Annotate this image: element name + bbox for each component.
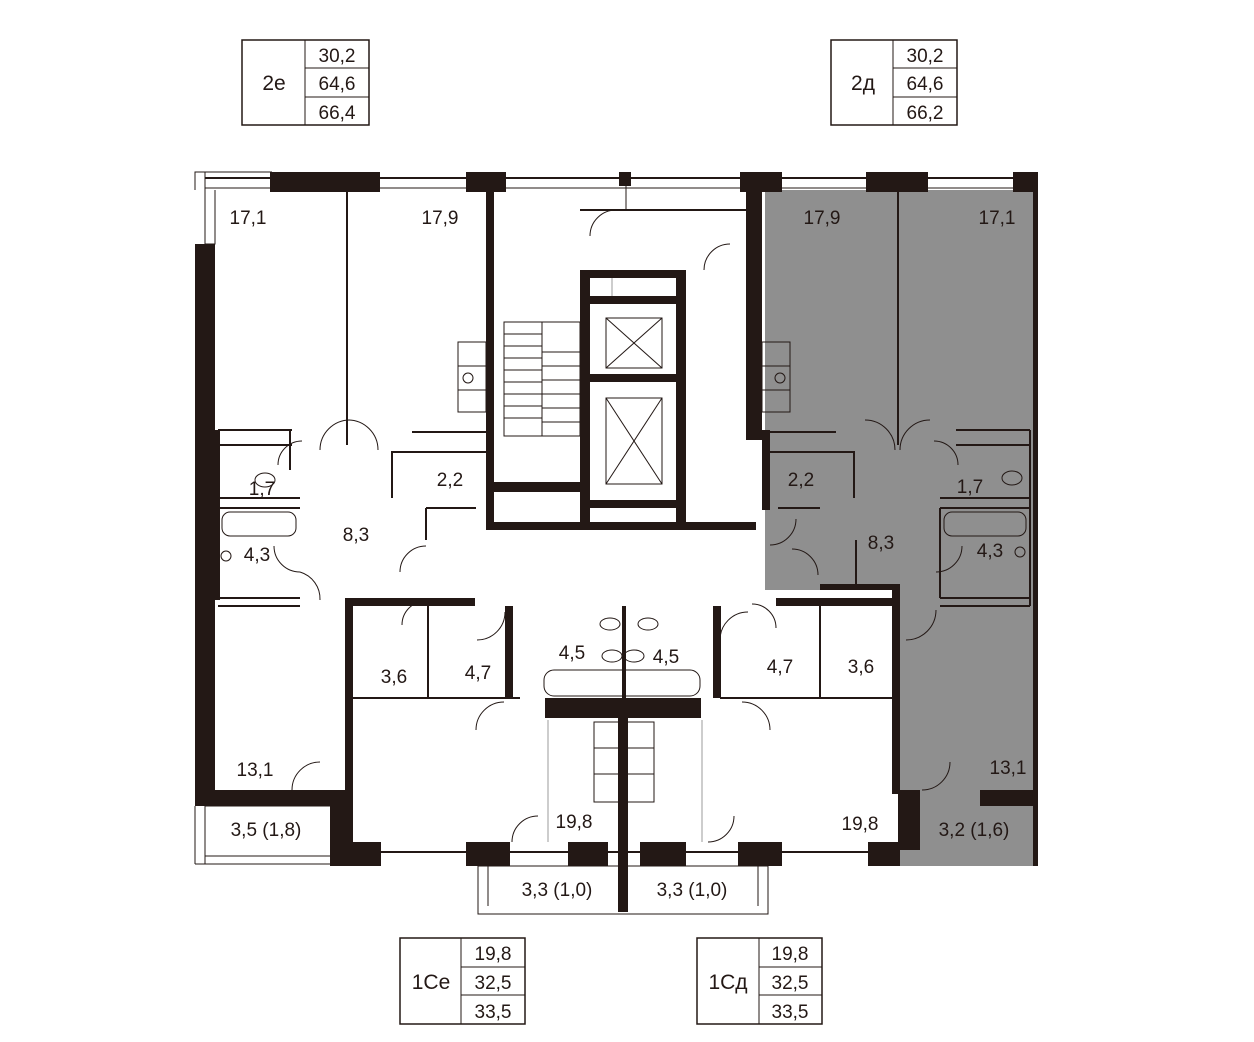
living-area: 30,2 <box>319 46 356 67</box>
doors <box>273 209 963 843</box>
outer-walls <box>194 171 1038 915</box>
apartment-code: 2е <box>262 72 285 95</box>
room-area-label: 17,9 <box>422 208 459 229</box>
room-area-label: 19,8 <box>842 814 879 835</box>
room-area-label: 13,1 <box>237 760 274 781</box>
room-area-label: 19,8 <box>556 812 593 833</box>
room-area-label: 4,5 <box>653 647 679 668</box>
apartment-card-1sd: 1Сд 19,8 32,5 33,5 <box>696 937 823 1025</box>
room-area-label: 2,2 <box>437 470 463 491</box>
room-area-label: 8,3 <box>868 533 894 554</box>
room-area-label: 8,3 <box>343 525 369 546</box>
total-area: 32,5 <box>772 973 809 994</box>
room-area-label: 17,1 <box>979 208 1016 229</box>
room-area-label: 17,9 <box>804 208 841 229</box>
living-area: 19,8 <box>772 944 809 965</box>
living-area: 30,2 <box>907 46 944 67</box>
room-area-label: 4,3 <box>977 541 1003 562</box>
total-area-with-balcony: 66,2 <box>907 103 944 124</box>
room-area-label: 4,3 <box>244 545 270 566</box>
total-area-with-balcony: 33,5 <box>772 1002 809 1023</box>
room-area-label: 4,5 <box>559 643 585 664</box>
room-area-label: 3,6 <box>848 657 874 678</box>
room-area-label: 4,7 <box>767 657 793 678</box>
apartment-code: 1Сд <box>708 971 747 994</box>
total-area: 64,6 <box>907 74 944 95</box>
apartment-code: 1Се <box>412 971 451 994</box>
apartment-code: 2д <box>851 72 875 95</box>
total-area: 32,5 <box>475 973 512 994</box>
staircase <box>503 321 581 437</box>
balcony-area-label: 3,3 (1,0) <box>522 880 593 901</box>
room-area-label: 17,1 <box>230 208 267 229</box>
room-area-label: 13,1 <box>990 758 1027 779</box>
fixtures <box>220 278 1027 842</box>
apartment-card-2d: 2д 30,2 64,6 66,2 <box>830 39 958 126</box>
total-area: 64,6 <box>319 74 356 95</box>
room-area-label: 1,7 <box>249 479 275 500</box>
balcony-area-label: 3,3 (1,0) <box>657 880 728 901</box>
apartment-card-2e: 2е 30,2 64,6 66,4 <box>241 39 370 126</box>
balcony-area-label: 3,2 (1,6) <box>939 820 1010 841</box>
room-area-label: 1,7 <box>957 477 983 498</box>
total-area-with-balcony: 33,5 <box>475 1002 512 1023</box>
room-area-label: 4,7 <box>465 663 491 684</box>
highlighted-apartment-2d <box>765 190 1037 866</box>
room-labels: 17,1 17,9 17,9 17,1 1,7 2,2 8,3 4,3 2,2 … <box>230 208 1027 901</box>
total-area-with-balcony: 66,4 <box>319 103 356 124</box>
apartment-card-1se: 1Се 19,8 32,5 33,5 <box>399 937 526 1025</box>
room-area-label: 2,2 <box>788 470 814 491</box>
living-area: 19,8 <box>475 944 512 965</box>
room-area-label: 3,6 <box>381 667 407 688</box>
balcony-area-label: 3,5 (1,8) <box>231 820 302 841</box>
